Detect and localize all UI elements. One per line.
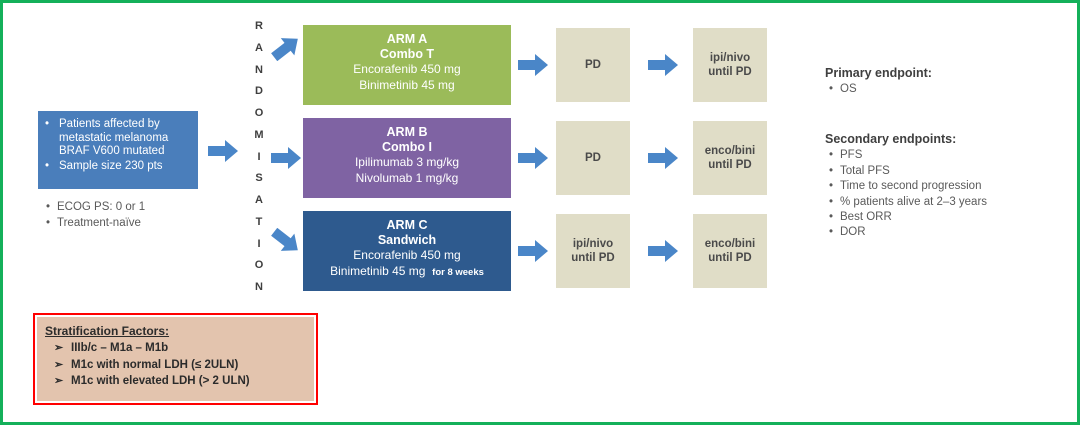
- arm-b-drug2: Nivolumab 1 mg/kg: [355, 170, 459, 185]
- arm-a-box: ARM A Combo T Encorafenib 450 mg Binimet…: [303, 25, 511, 105]
- list-item: IIIb/c – M1a – M1b: [54, 340, 308, 357]
- patient-population-box: Patients affected by metastatic melanoma…: [38, 111, 198, 189]
- eligibility-list: ECOG PS: 0 or 1 Treatment-naïve: [41, 199, 216, 231]
- endpoints-panel: Primary endpoint: OS Secondary endpoints…: [825, 65, 1060, 241]
- arm-c-drug1: Encorafenib 450 mg: [353, 248, 461, 262]
- stratification-title: Stratification Factors:: [45, 324, 170, 338]
- secondary-endpoint-list: PFS Total PFS Time to second progression…: [825, 148, 1060, 241]
- randomisation-letter: A: [255, 41, 263, 54]
- arm-a-subtitle: Combo T: [379, 47, 435, 61]
- randomisation-letter: N: [255, 281, 263, 293]
- randomisation-label: R A N D O M I S A T I O N: [246, 21, 272, 293]
- list-item: Sample size 230 pts: [45, 160, 192, 174]
- arrow-right-icon: [648, 240, 678, 262]
- list-item: Time to second progression: [829, 179, 1060, 195]
- arrow-right-icon: [518, 240, 548, 262]
- randomisation-letter: I: [257, 150, 261, 163]
- list-item: PFS: [829, 148, 1060, 164]
- randomisation-letter: O: [254, 107, 264, 119]
- stratification-list: IIIb/c – M1a – M1b M1c with normal LDH (…: [45, 340, 308, 390]
- arm-c-subtitle: Sandwich: [377, 233, 437, 247]
- randomisation-letter: N: [255, 63, 263, 76]
- arrow-right-icon: [648, 54, 678, 76]
- patient-population-list: Patients affected by metastatic melanoma…: [42, 118, 192, 173]
- randomisation-letter: O: [254, 259, 264, 272]
- secondary-endpoint-block: Secondary endpoints: PFS Total PFS Time …: [825, 131, 1060, 241]
- list-item: Total PFS: [829, 164, 1060, 180]
- primary-endpoint-title: Primary endpoint:: [825, 66, 932, 80]
- list-item: Treatment-naïve: [46, 215, 216, 231]
- stratification-factors-box: Stratification Factors: IIIb/c – M1a – M…: [33, 313, 318, 405]
- arm-c-drug2: Binimetinib 45 mg: [330, 263, 426, 278]
- list-item: OS: [829, 82, 1060, 98]
- randomisation-letter: T: [255, 215, 263, 228]
- arm-b-subtitle: Combo I: [382, 140, 432, 154]
- arm-c-drug2-line: Binimetinib 45 mg for 8 weeks: [303, 264, 511, 281]
- arrow-right-icon: [208, 140, 238, 162]
- arrow-right-icon: [271, 147, 301, 169]
- eligibility-criteria: ECOG PS: 0 or 1 Treatment-naïve: [41, 199, 216, 231]
- stratification-inner: Stratification Factors: IIIb/c – M1a – M…: [37, 317, 314, 401]
- primary-endpoint-list: OS: [825, 82, 1060, 98]
- randomisation-letter: S: [255, 172, 263, 185]
- arm-a-step1-box: PD: [556, 28, 630, 102]
- arrow-right-icon: [648, 147, 678, 169]
- list-item: % patients alive at 2–3 years: [829, 195, 1060, 211]
- arrow-right-icon: [518, 147, 548, 169]
- arm-a-drug2: Binimetinib 45 mg: [359, 77, 455, 92]
- arm-c-drug2-note: for 8 weeks: [432, 266, 484, 278]
- arm-c-box: ARM C Sandwich Encorafenib 450 mg Binime…: [303, 211, 511, 291]
- arm-a-title: ARM A: [386, 32, 428, 46]
- randomisation-letter: R: [255, 20, 263, 32]
- arrow-down-right-icon: [271, 228, 298, 251]
- arm-b-box: ARM B Combo I Ipilimumab 3 mg/kg Nivolum…: [303, 118, 511, 198]
- list-item: Best ORR: [829, 210, 1060, 226]
- arm-b-drug1: Ipilimumab 3 mg/kg: [354, 155, 460, 169]
- list-item: Patients affected by metastatic melanoma…: [45, 118, 192, 159]
- arrow-up-right-icon: [271, 38, 298, 61]
- list-item: ECOG PS: 0 or 1: [46, 199, 216, 215]
- randomisation-letter: D: [255, 85, 263, 98]
- arm-a-drug1: Encorafenib 450 mg: [353, 62, 461, 76]
- arm-b-title: ARM B: [386, 125, 428, 139]
- secondary-endpoint-title: Secondary endpoints:: [825, 132, 957, 147]
- randomisation-letter: A: [255, 194, 263, 206]
- arm-b-step1-box: PD: [556, 121, 630, 195]
- arrow-right-icon: [518, 54, 548, 76]
- list-item: M1c with normal LDH (≤ 2ULN): [54, 357, 308, 374]
- randomisation-letter: M: [254, 128, 264, 141]
- arm-c-title: ARM C: [386, 218, 428, 232]
- list-item: M1c with elevated LDH (> 2 ULN): [54, 373, 308, 390]
- randomisation-letter: I: [257, 237, 261, 250]
- list-item: DOR: [829, 225, 1060, 241]
